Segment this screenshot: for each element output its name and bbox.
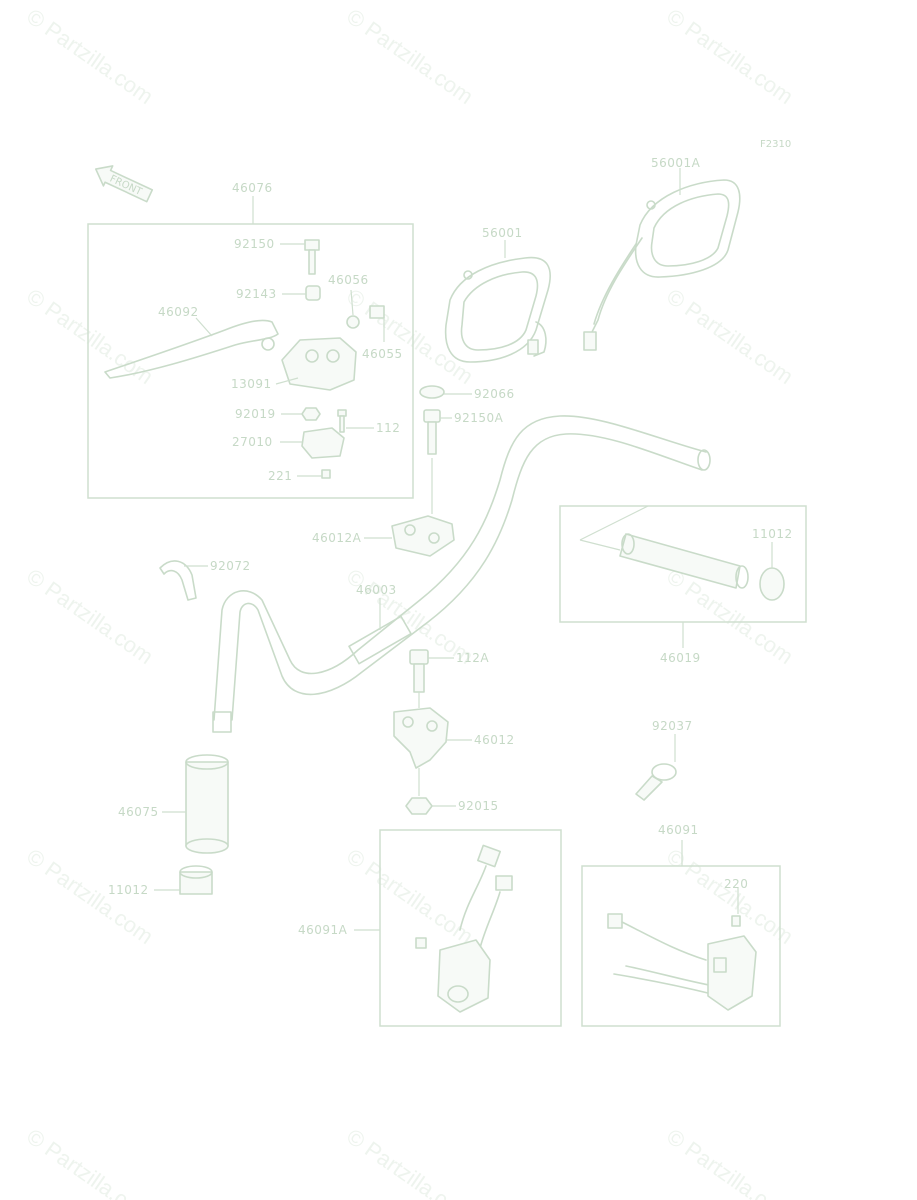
callout-112a: 112A (456, 651, 489, 665)
callout-92143: 92143 (236, 287, 277, 301)
callout-46075: 46075 (118, 805, 159, 819)
callout-56001a: 56001A (651, 156, 701, 170)
left-switch-46091a (415, 844, 513, 1013)
right-switch-box (581, 865, 781, 1027)
nut-92015 (405, 797, 433, 815)
watermark: © Partzilla.com (662, 284, 798, 390)
watermark: © Partzilla.com (342, 1124, 478, 1200)
mirror-56001 (444, 256, 551, 363)
switch-46055 (369, 305, 385, 319)
mirror-56001a (583, 179, 741, 351)
washer-92066 (419, 385, 445, 399)
watermark: © Partzilla.com (662, 1124, 798, 1200)
screw-221 (321, 469, 331, 479)
callout-46019: 46019 (660, 651, 701, 665)
callout-11012-right: 11012 (752, 527, 793, 541)
callout-92072: 92072 (210, 559, 251, 573)
throttle-grip-box (559, 505, 807, 623)
watermark: © Partzilla.com (342, 4, 478, 110)
bolt-92150a (423, 409, 441, 455)
nut-92019 (301, 407, 321, 421)
callout-92019: 92019 (235, 407, 276, 421)
watermark: © Partzilla.com (22, 1124, 158, 1200)
callout-46003: 46003 (356, 583, 397, 597)
bolt-112a (409, 649, 429, 693)
callout-46012: 46012 (474, 733, 515, 747)
callout-46056: 46056 (328, 273, 369, 287)
callout-92037: 92037 (652, 719, 693, 733)
holder-13091 (281, 337, 357, 391)
figure-code: F2310 (760, 139, 791, 150)
left-switch-box (379, 829, 562, 1027)
lever-assembly-box (87, 223, 414, 499)
grip-46075 (185, 754, 229, 854)
callout-112: 112 (376, 421, 400, 435)
callout-92150a: 92150A (454, 411, 504, 425)
callout-220: 220 (724, 877, 748, 891)
watermark: © Partzilla.com (22, 564, 158, 670)
callout-46076: 46076 (232, 181, 273, 195)
watermark: © Partzilla.com (342, 844, 478, 950)
callout-221: 221 (268, 469, 292, 483)
holder-46012a (391, 515, 455, 557)
screw-112 (337, 409, 347, 433)
bolt-92150 (304, 239, 320, 275)
callout-46012a: 46012A (312, 531, 362, 545)
callout-92015: 92015 (458, 799, 499, 813)
watermark: © Partzilla.com (342, 284, 478, 390)
washer-46056 (346, 315, 360, 329)
callout-46091: 46091 (658, 823, 699, 837)
callout-46092: 46092 (158, 305, 199, 319)
clamp-92037 (635, 763, 677, 801)
lever-46092 (104, 319, 279, 379)
right-switch-46091 (607, 913, 757, 1011)
callout-13091: 13091 (231, 377, 272, 391)
callout-46091a: 46091A (298, 923, 348, 937)
callout-11012-left: 11012 (108, 883, 149, 897)
watermark: © Partzilla.com (22, 4, 158, 110)
handlebar-46003 (213, 415, 707, 721)
clamp-92072 (159, 560, 197, 601)
callout-46055: 46055 (362, 347, 403, 361)
callout-56001: 56001 (482, 226, 523, 240)
cap-11012-right (759, 567, 785, 601)
collar-92143 (305, 285, 321, 301)
throttle-grip-46019 (619, 533, 749, 589)
cap-11012-left (179, 865, 213, 895)
callout-92150: 92150 (234, 237, 275, 251)
callout-27010: 27010 (232, 435, 273, 449)
holder-46012 (393, 707, 449, 769)
watermark: © Partzilla.com (662, 4, 798, 110)
switch-27010 (301, 427, 345, 459)
callout-92066: 92066 (474, 387, 515, 401)
front-arrow-icon: FRONT (94, 165, 154, 203)
